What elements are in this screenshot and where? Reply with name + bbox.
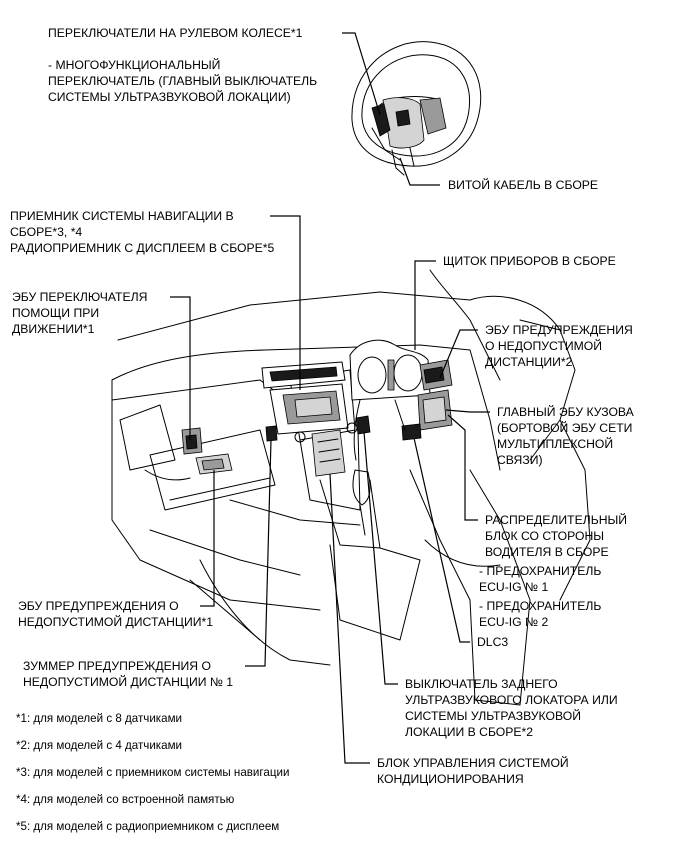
footnote-1: *1: для моделей с 8 датчиками xyxy=(16,712,183,725)
label-driving-support-ecu: ЭБУ ПЕРЕКЛЮЧАТЕЛЯ ПОМОЩИ ПРИ ДВИЖЕНИИ*1 xyxy=(12,290,148,336)
label-buzzer: ЗУММЕР ПРЕДУПРЕЖДЕНИЯ О НЕДОПУСТИМОЙ ДИС… xyxy=(23,659,234,689)
footnote-3: *3: для моделей с приемником системы нав… xyxy=(16,766,290,779)
label-multifunction-switch: - МНОГОФУНКЦИОНАЛЬНЫЙ ПЕРЕКЛЮЧАТЕЛЬ (ГЛА… xyxy=(48,58,318,104)
leader-lines xyxy=(170,32,490,764)
label-dlc3: DLC3 xyxy=(477,635,509,649)
label-clearance-warning-ecu-1: ЭБУ ПРЕДУПРЕЖДЕНИЯ О НЕДОПУСТИМОЙ ДИСТАН… xyxy=(18,599,213,629)
label-fuse-1: - ПРЕДОХРАНИТЕЛЬ ECU-IG № 1 xyxy=(479,564,602,594)
label-navigation-receiver: ПРИЕМНИК СИСТЕМЫ НАВИГАЦИИ В СБОРЕ*3, *4… xyxy=(10,209,275,255)
footnote-5: *5: для моделей с радиоприемником с дисп… xyxy=(16,820,280,833)
label-junction-block: РАСПРЕДЕЛИТЕЛЬНЫЙ БЛОК СО СТОРОНЫ ВОДИТЕ… xyxy=(485,513,628,559)
label-rear-sonar-switch: ВЫКЛЮЧАТЕЛЬ ЗАДНЕГО УЛЬТРАЗВУКОВОГО ЛОКА… xyxy=(405,677,618,739)
footnote-4: *4: для моделей со встроенной памятью xyxy=(16,793,235,806)
label-fuse-2: - ПРЕДОХРАНИТЕЛЬ ECU-IG № 2 xyxy=(479,599,602,629)
label-ac-control: БЛОК УПРАВЛЕНИЯ СИСТЕМОЙ КОНДИЦИОНИРОВАН… xyxy=(377,756,569,786)
dashboard-drawing xyxy=(111,269,591,706)
label-instrument-panel: ЩИТОК ПРИБОРОВ В СБОРЕ xyxy=(443,254,616,268)
steering-wheel-drawing xyxy=(351,41,482,176)
label-steering-switches: ПЕРЕКЛЮЧАТЕЛИ НА РУЛЕВОМ КОЛЕСЕ*1 xyxy=(48,26,303,40)
label-spiral-cable: ВИТОЙ КАБЕЛЬ В СБОРЕ xyxy=(448,178,599,192)
footnote-2: *2: для моделей с 4 датчиками xyxy=(16,739,183,752)
label-main-body-ecu: ГЛАВНЫЙ ЭБУ КУЗОВА (БОРТОВОЙ ЭБУ СЕТИ МУ… xyxy=(497,405,634,467)
label-clearance-warning-ecu-2: ЭБУ ПРЕДУПРЕЖДЕНИЯ О НЕДОПУСТИМОЙ ДИСТАН… xyxy=(485,323,633,369)
